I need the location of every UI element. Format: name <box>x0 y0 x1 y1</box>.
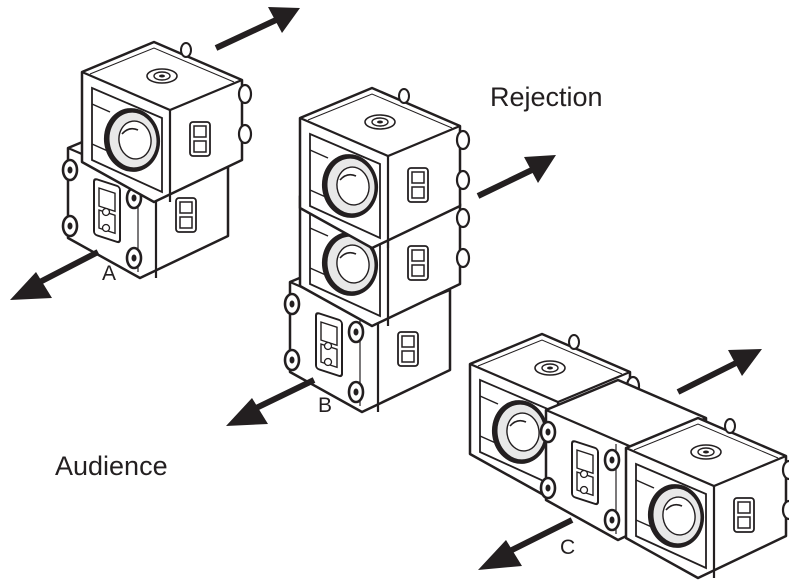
rejection-label: Rejection <box>490 82 603 112</box>
config-c-front-facing-cabinet-right <box>624 416 789 580</box>
config-c-label: C <box>560 536 576 559</box>
config-b-label: B <box>318 394 333 417</box>
config-b-audience-arrow <box>226 377 316 426</box>
config-a-rejection-arrow <box>214 7 300 51</box>
audience-label: Audience <box>55 451 168 481</box>
config-a-audience-arrow <box>10 249 100 300</box>
config-b-stack <box>283 86 471 414</box>
config-c-rejection-arrow <box>676 349 762 395</box>
config-a-label: A <box>102 262 117 285</box>
config-b-rejection-arrow <box>476 155 556 199</box>
config-c-audience-arrow <box>478 517 574 570</box>
config-a-stack <box>61 40 253 280</box>
